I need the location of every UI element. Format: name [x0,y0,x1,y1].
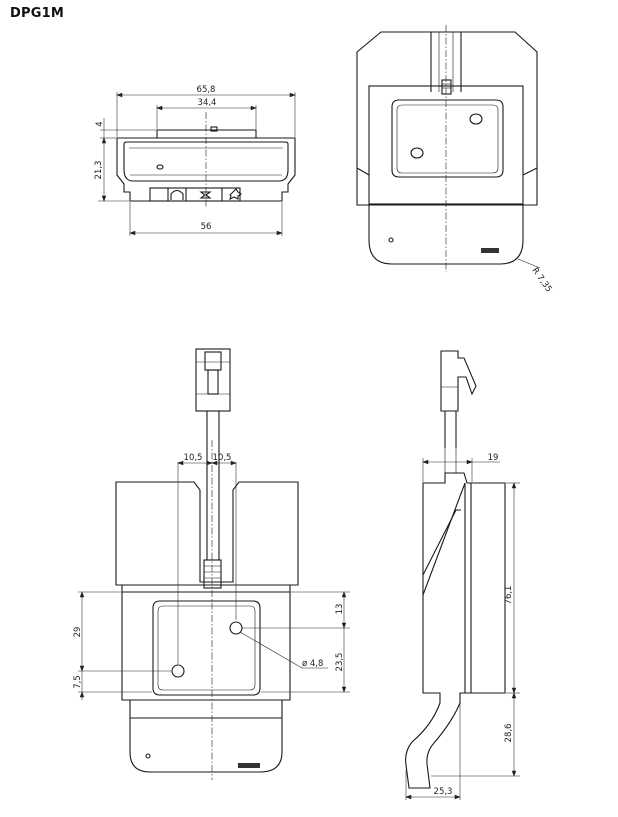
dim-side-lower-height: 28,6 [504,724,514,743]
rj-plug-front [195,348,231,446]
dim-offset-left: 10,5 [184,453,203,463]
dim-height-23-5: 23,5 [335,653,345,672]
dim-front-small-height: 4 [95,121,105,126]
dim-front-inner-width: 34,4 [198,98,217,108]
dim-offset-right: 10,5 [213,453,232,463]
front-view: 65,8 34,4 4 21,3 56 [94,85,296,236]
dim-front-height: 21,3 [94,161,104,180]
dim-height-7-5: 7,5 [73,675,83,689]
dim-radius: R 7,35 [530,266,554,294]
dim-side-depth: 19 [488,453,499,463]
brand-logo-main [238,763,260,768]
brand-logo [481,248,499,253]
side-view: 19 76,1 28,6 25,3 [405,350,520,800]
dim-hole-diameter: ø 4,8 [302,659,323,669]
dim-height-13: 13 [335,604,345,615]
main-view: 10,5 10,5 29 7,5 13 23,5 ø 4,8 [73,440,350,780]
dim-front-bottom-width: 56 [201,222,212,232]
dim-side-base-width: 25,3 [434,787,453,797]
top-view: R 7,35 [356,25,554,294]
dim-height-29: 29 [73,627,83,638]
drawing-title: DPG1M [10,6,64,21]
dim-front-top-width: 65,8 [197,85,216,95]
dim-side-height: 76,1 [504,586,514,605]
